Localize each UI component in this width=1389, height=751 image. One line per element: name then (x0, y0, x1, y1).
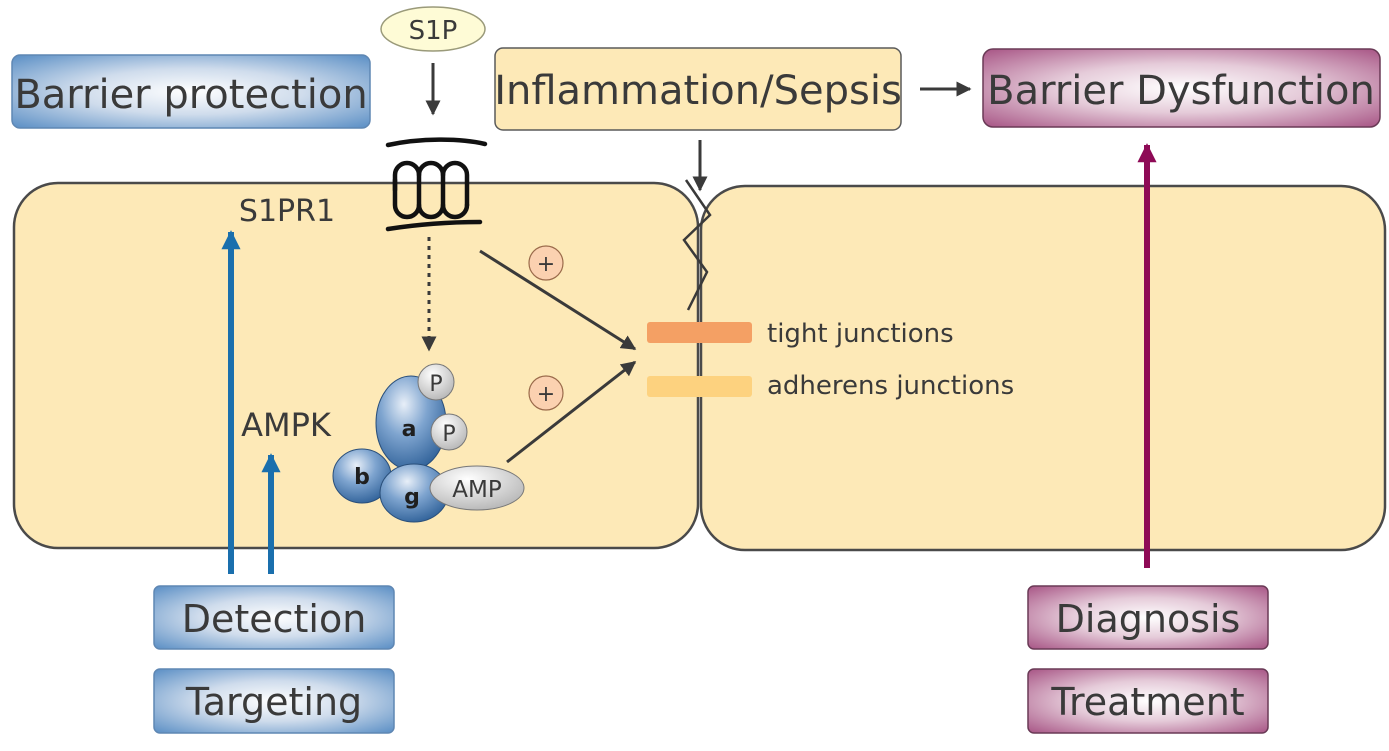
tight-junction-bar (647, 322, 752, 343)
barrier-protection-box: Barrier protection (11, 54, 371, 129)
adherens-junctions-label: adherens junctions (767, 371, 1014, 401)
s1pr1-receptor-icon (385, 137, 488, 232)
svg-text:P: P (429, 372, 442, 397)
tight-junctions-label: tight junctions (767, 319, 954, 349)
targeting-label: Targeting (185, 680, 362, 724)
s1p-ligand: S1P (380, 6, 486, 52)
barrier-protection-label: Barrier protection (14, 72, 367, 118)
phospho-badge-top: P (417, 363, 455, 401)
plus-badge-upper: + (528, 245, 564, 281)
svg-text:P: P (442, 422, 455, 447)
junction-break-icon (682, 179, 712, 311)
svg-text:+: + (537, 382, 555, 407)
adherens-junction-bar (647, 376, 752, 397)
inflammation-sepsis-label: Inflammation/Sepsis (494, 68, 902, 114)
targeting-box: Targeting (153, 668, 395, 734)
s1p-label: S1P (409, 16, 458, 46)
inflammation-sepsis-box: Inflammation/Sepsis (494, 47, 902, 131)
svg-text:AMP: AMP (452, 477, 502, 503)
left-cell (12, 181, 700, 550)
ampk-label: AMPK (241, 406, 332, 444)
ampk-to-junctions-arrow (506, 360, 637, 464)
svg-text:+: + (537, 252, 555, 277)
s1pr1-receptor-coil (392, 160, 470, 220)
treatment-label: Treatment (1050, 680, 1244, 724)
ampk-gamma-label: g (404, 485, 420, 510)
detection-label: Detection (182, 597, 367, 641)
right-cell (699, 184, 1387, 552)
diagnosis-box: Diagnosis (1027, 585, 1269, 650)
amp-molecule: AMP (429, 465, 525, 511)
receptor-to-junctions-arrow (479, 249, 637, 351)
diagnosis-label: Diagnosis (1056, 597, 1241, 641)
plus-badge-lower: + (528, 375, 564, 411)
s1pr1-label: S1PR1 (239, 194, 335, 229)
barrier-dysfunction-box: Barrier Dysfunction (982, 48, 1381, 128)
ampk-alpha-label: a (402, 417, 417, 442)
detection-box: Detection (153, 585, 395, 650)
ampk-complex: a b g P P AMP (332, 363, 525, 523)
treatment-box: Treatment (1027, 668, 1269, 734)
phospho-badge-bottom: P (430, 413, 468, 451)
barrier-dysfunction-label: Barrier Dysfunction (987, 68, 1375, 114)
ampk-beta-label: b (354, 465, 370, 490)
